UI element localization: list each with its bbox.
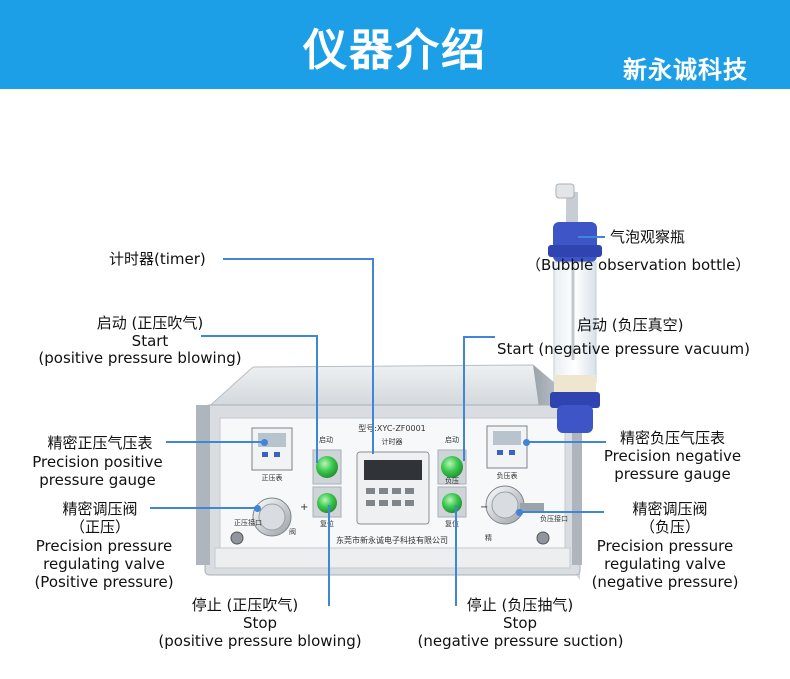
timer-label: 计时器(timer) (109, 250, 206, 268)
negative-valve-label-en2: regulating valve (604, 555, 726, 573)
right-gauge-label: 负压表 (497, 471, 518, 480)
start-negative-button (441, 456, 463, 478)
positive-valve-label-en3: (Positive pressure) (34, 573, 174, 591)
start-negative-label-en: Start (negative pressure vacuum) (497, 340, 750, 358)
negative-gauge-label-cn: 精密负压气压表 (619, 429, 725, 447)
negative-valve-label-en3: (negative pressure) (591, 573, 739, 591)
positive-gauge-label-en2: pressure gauge (39, 471, 156, 489)
model-label: 型号:XYC-ZF0001 (358, 424, 426, 433)
positive-valve-label-cn2: （正压） (69, 518, 130, 536)
start-positive-label-en2: (positive pressure blowing) (38, 349, 242, 367)
positive-valve-label-en2: regulating valve (43, 555, 165, 573)
left-port-text: 正压接口 (234, 518, 262, 527)
left-valve-text: 阀 (289, 527, 296, 536)
stop-negative-button (442, 493, 462, 513)
bottle-glass (553, 261, 597, 383)
start-positive-button (316, 456, 338, 478)
positive-valve-label-en1: Precision pressure (35, 537, 173, 555)
stop-positive-button (317, 493, 337, 513)
right-stop-text: 复位 (445, 519, 459, 528)
positive-valve-label-cn1: 精密调压阀 (62, 500, 138, 518)
negative-valve-label-cn1: 精密调压阀 (632, 500, 708, 518)
negative-gauge-label-en2: pressure gauge (614, 465, 731, 483)
bottle-bottom-cap (557, 405, 593, 433)
negative-gauge-label-en1: Precision negative (603, 447, 742, 465)
right-start-text: 启动 (445, 435, 459, 444)
brand-name: 新永诚科技 (623, 56, 748, 84)
stop-negative-label-en1: Stop (502, 614, 538, 632)
right-mode-text: 负压 (445, 476, 459, 485)
positive-gauge-label-cn: 精密正压气压表 (47, 434, 153, 452)
left-start-text: 启动 (319, 435, 333, 444)
negative-valve-label-en1: Precision pressure (596, 537, 734, 555)
company-label: 东莞市新永诚电子科技有限公司 (336, 535, 448, 545)
svg-text:−: − (480, 502, 488, 513)
stop-positive-label-en1: Stop (242, 614, 278, 632)
svg-text:+: + (300, 502, 308, 513)
stop-positive-label-cn: 停止 (正压吹气) (191, 596, 299, 614)
right-port-text: 负压接口 (540, 514, 568, 523)
stop-negative-label-cn: 停止 (负压抽气) (466, 596, 574, 614)
bubble-bottle-label-cn: 气泡观察瓶 (610, 228, 686, 246)
stop-positive-label-en2: (positive pressure blowing) (158, 632, 362, 650)
timer-panel-label: 计时器 (382, 437, 403, 446)
right-valve-text: 精 (485, 533, 492, 542)
case-top (203, 364, 582, 411)
start-positive-label-en1: Start (131, 332, 169, 350)
header-banner: 仪器介绍 新永诚科技 (0, 0, 790, 89)
stop-negative-label-en2: (negative pressure suction) (417, 632, 624, 650)
left-stop-text: 复位 (320, 519, 334, 528)
negative-valve-label-cn2: （负压） (639, 518, 700, 536)
start-positive-label-cn: 启动 (正压吹气) (96, 314, 204, 332)
page-title: 仪器介绍 (303, 25, 487, 76)
left-gauge-label: 正压表 (262, 473, 283, 482)
bubble-bottle-label-en: （Bubble observation bottle） (526, 256, 751, 274)
positive-gauge-label-en1: Precision positive (32, 453, 163, 471)
start-negative-label-cn: 启动 (负压真空) (577, 316, 684, 334)
